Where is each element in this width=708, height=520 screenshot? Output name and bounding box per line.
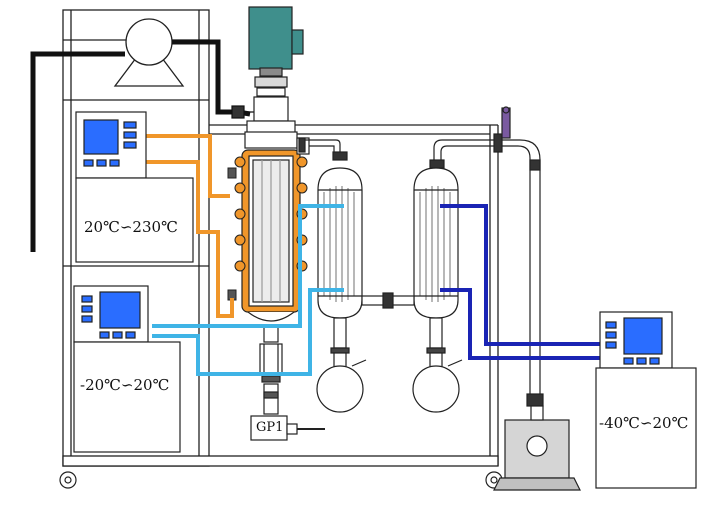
condenser-2 xyxy=(412,167,463,413)
vacuum-pump xyxy=(113,18,185,87)
hot-oil-line-lower xyxy=(146,160,234,318)
chiller-cabinet-right xyxy=(595,367,697,489)
heater-cabinet xyxy=(75,177,194,263)
cooling-line-dark-upper xyxy=(440,204,600,346)
cooling-line-light-upper xyxy=(152,204,344,328)
chiller-controller-right xyxy=(599,311,673,369)
receiving-flask-2 xyxy=(412,365,460,413)
chiller-mid-range-label: -20℃∽20℃ xyxy=(80,376,170,394)
vapor-line xyxy=(296,137,490,170)
cooling-line-light-lower xyxy=(152,288,344,376)
chiller-cabinet-mid xyxy=(73,341,181,453)
gear-pump-gp1 xyxy=(250,415,325,441)
chiller-controller-mid xyxy=(73,285,149,343)
cold-trap-vessel xyxy=(493,405,581,491)
cooling-line-dark-lower xyxy=(440,288,600,360)
frame-wheels xyxy=(59,471,503,489)
pump-label: GP1 xyxy=(256,420,284,435)
heater-controller xyxy=(75,111,147,179)
thin-film-evaporator xyxy=(241,131,301,343)
heater-range-label: 20℃∽230℃ xyxy=(84,218,178,236)
cold-trap-line xyxy=(490,106,544,407)
condenser-bridge xyxy=(361,292,415,309)
motor xyxy=(246,6,304,134)
chiller-right-range-label: -40℃∽20℃ xyxy=(599,414,689,432)
receiving-flask-1 xyxy=(316,365,364,413)
residue-outlet xyxy=(259,343,283,415)
vacuum-line-black xyxy=(30,39,238,252)
hot-oil-line-upper xyxy=(146,134,230,198)
